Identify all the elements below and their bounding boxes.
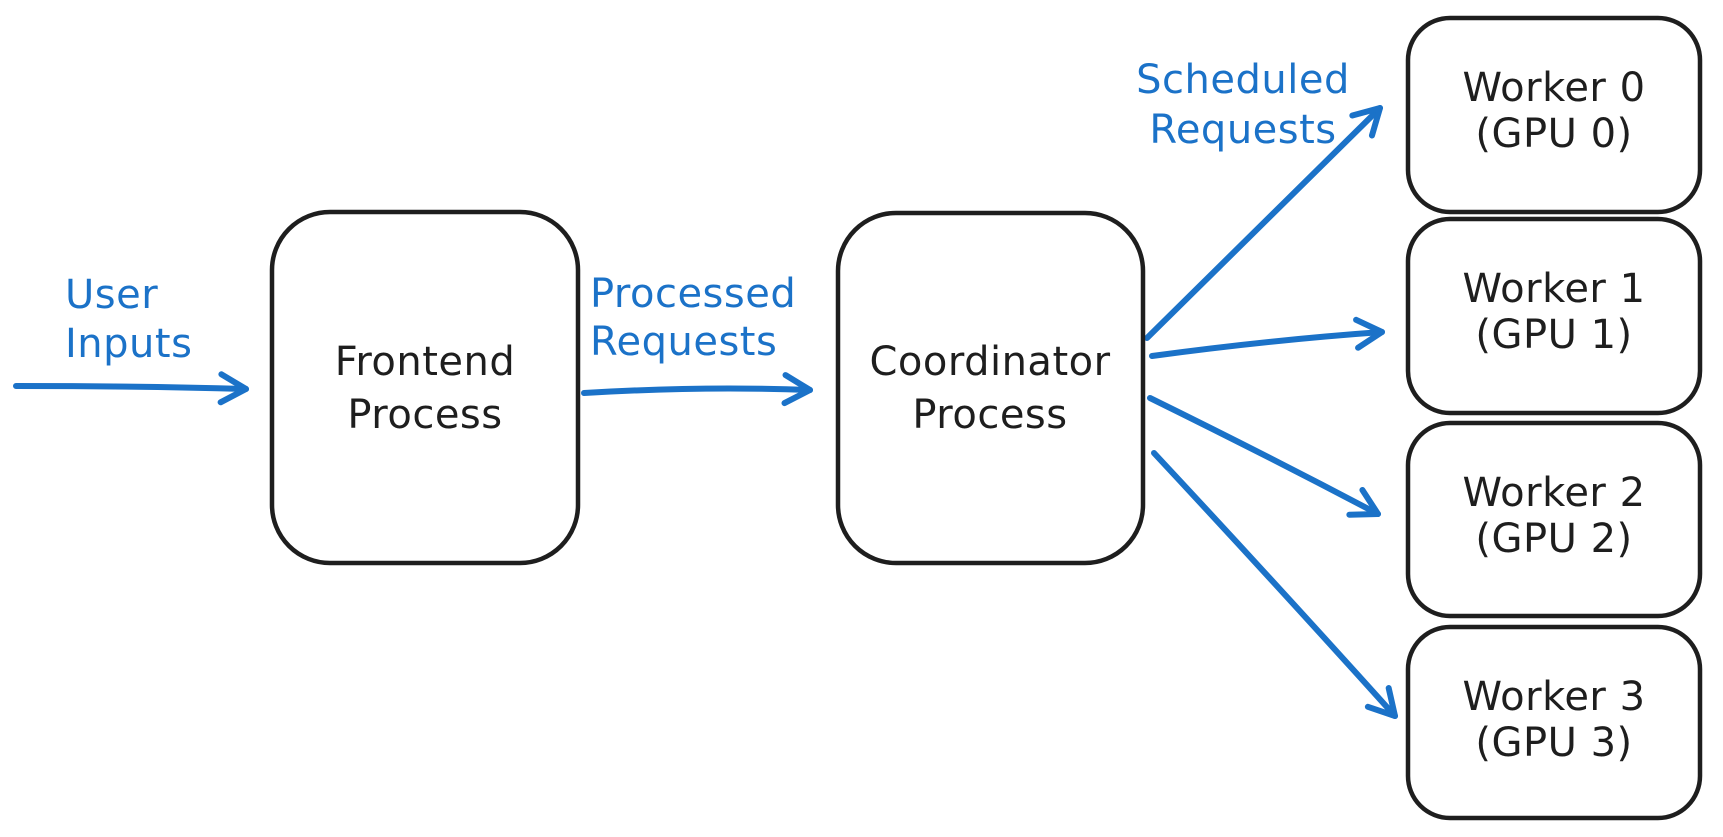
worker0-node: Worker 0 (GPU 0) — [1405, 15, 1703, 215]
worker3-label-line2: (GPU 3) — [1475, 720, 1632, 766]
worker2-node: Worker 2 (GPU 2) — [1405, 420, 1703, 619]
worker1-box — [1405, 216, 1703, 416]
worker2-label-line2: (GPU 2) — [1475, 516, 1632, 562]
user-inputs-label-line2: Inputs — [65, 321, 192, 367]
worker0-label-line2: (GPU 0) — [1475, 111, 1632, 157]
coordinator-process-box — [835, 210, 1146, 566]
worker0-label-line1: Worker 0 — [1462, 65, 1645, 111]
coordinator-process-node: Coordinator Process — [835, 210, 1146, 566]
worker1-label-line1: Worker 1 — [1462, 266, 1645, 312]
coordinator-process-label-line2: Process — [912, 392, 1067, 438]
worker3-box — [1405, 624, 1703, 821]
processed-requests-label-line2: Requests — [590, 319, 777, 365]
edges — [13, 105, 1398, 719]
frontend-process-box — [269, 209, 581, 566]
scheduled-arrow-worker3 — [1151, 450, 1398, 719]
worker1-label-line2: (GPU 1) — [1475, 312, 1632, 358]
user-inputs-arrow — [13, 371, 249, 406]
worker2-box — [1405, 420, 1703, 619]
scheduled-arrow-worker0 — [1144, 105, 1383, 341]
edge-labels: User Inputs Processed Requests Scheduled… — [65, 57, 1350, 367]
processed-requests-label-line1: Processed — [590, 271, 796, 317]
worker0-box — [1405, 15, 1703, 215]
scheduled-arrow-worker2 — [1147, 395, 1381, 518]
scheduled-arrow-worker1 — [1149, 316, 1385, 359]
processed-requests-arrow — [581, 372, 813, 407]
worker3-node: Worker 3 (GPU 3) — [1405, 624, 1703, 821]
user-inputs-label-line1: User — [65, 272, 158, 318]
frontend-process-label-line2: Process — [347, 392, 502, 438]
frontend-process-label-line1: Frontend — [335, 339, 516, 385]
coordinator-process-label-line1: Coordinator — [869, 339, 1110, 385]
worker2-label-line1: Worker 2 — [1462, 470, 1645, 516]
scheduled-requests-label-line2: Requests — [1149, 107, 1336, 153]
scheduled-requests-label-line1: Scheduled — [1136, 57, 1350, 103]
frontend-process-node: Frontend Process — [269, 209, 581, 566]
worker3-label-line1: Worker 3 — [1462, 674, 1645, 720]
worker1-node: Worker 1 (GPU 1) — [1405, 216, 1703, 416]
